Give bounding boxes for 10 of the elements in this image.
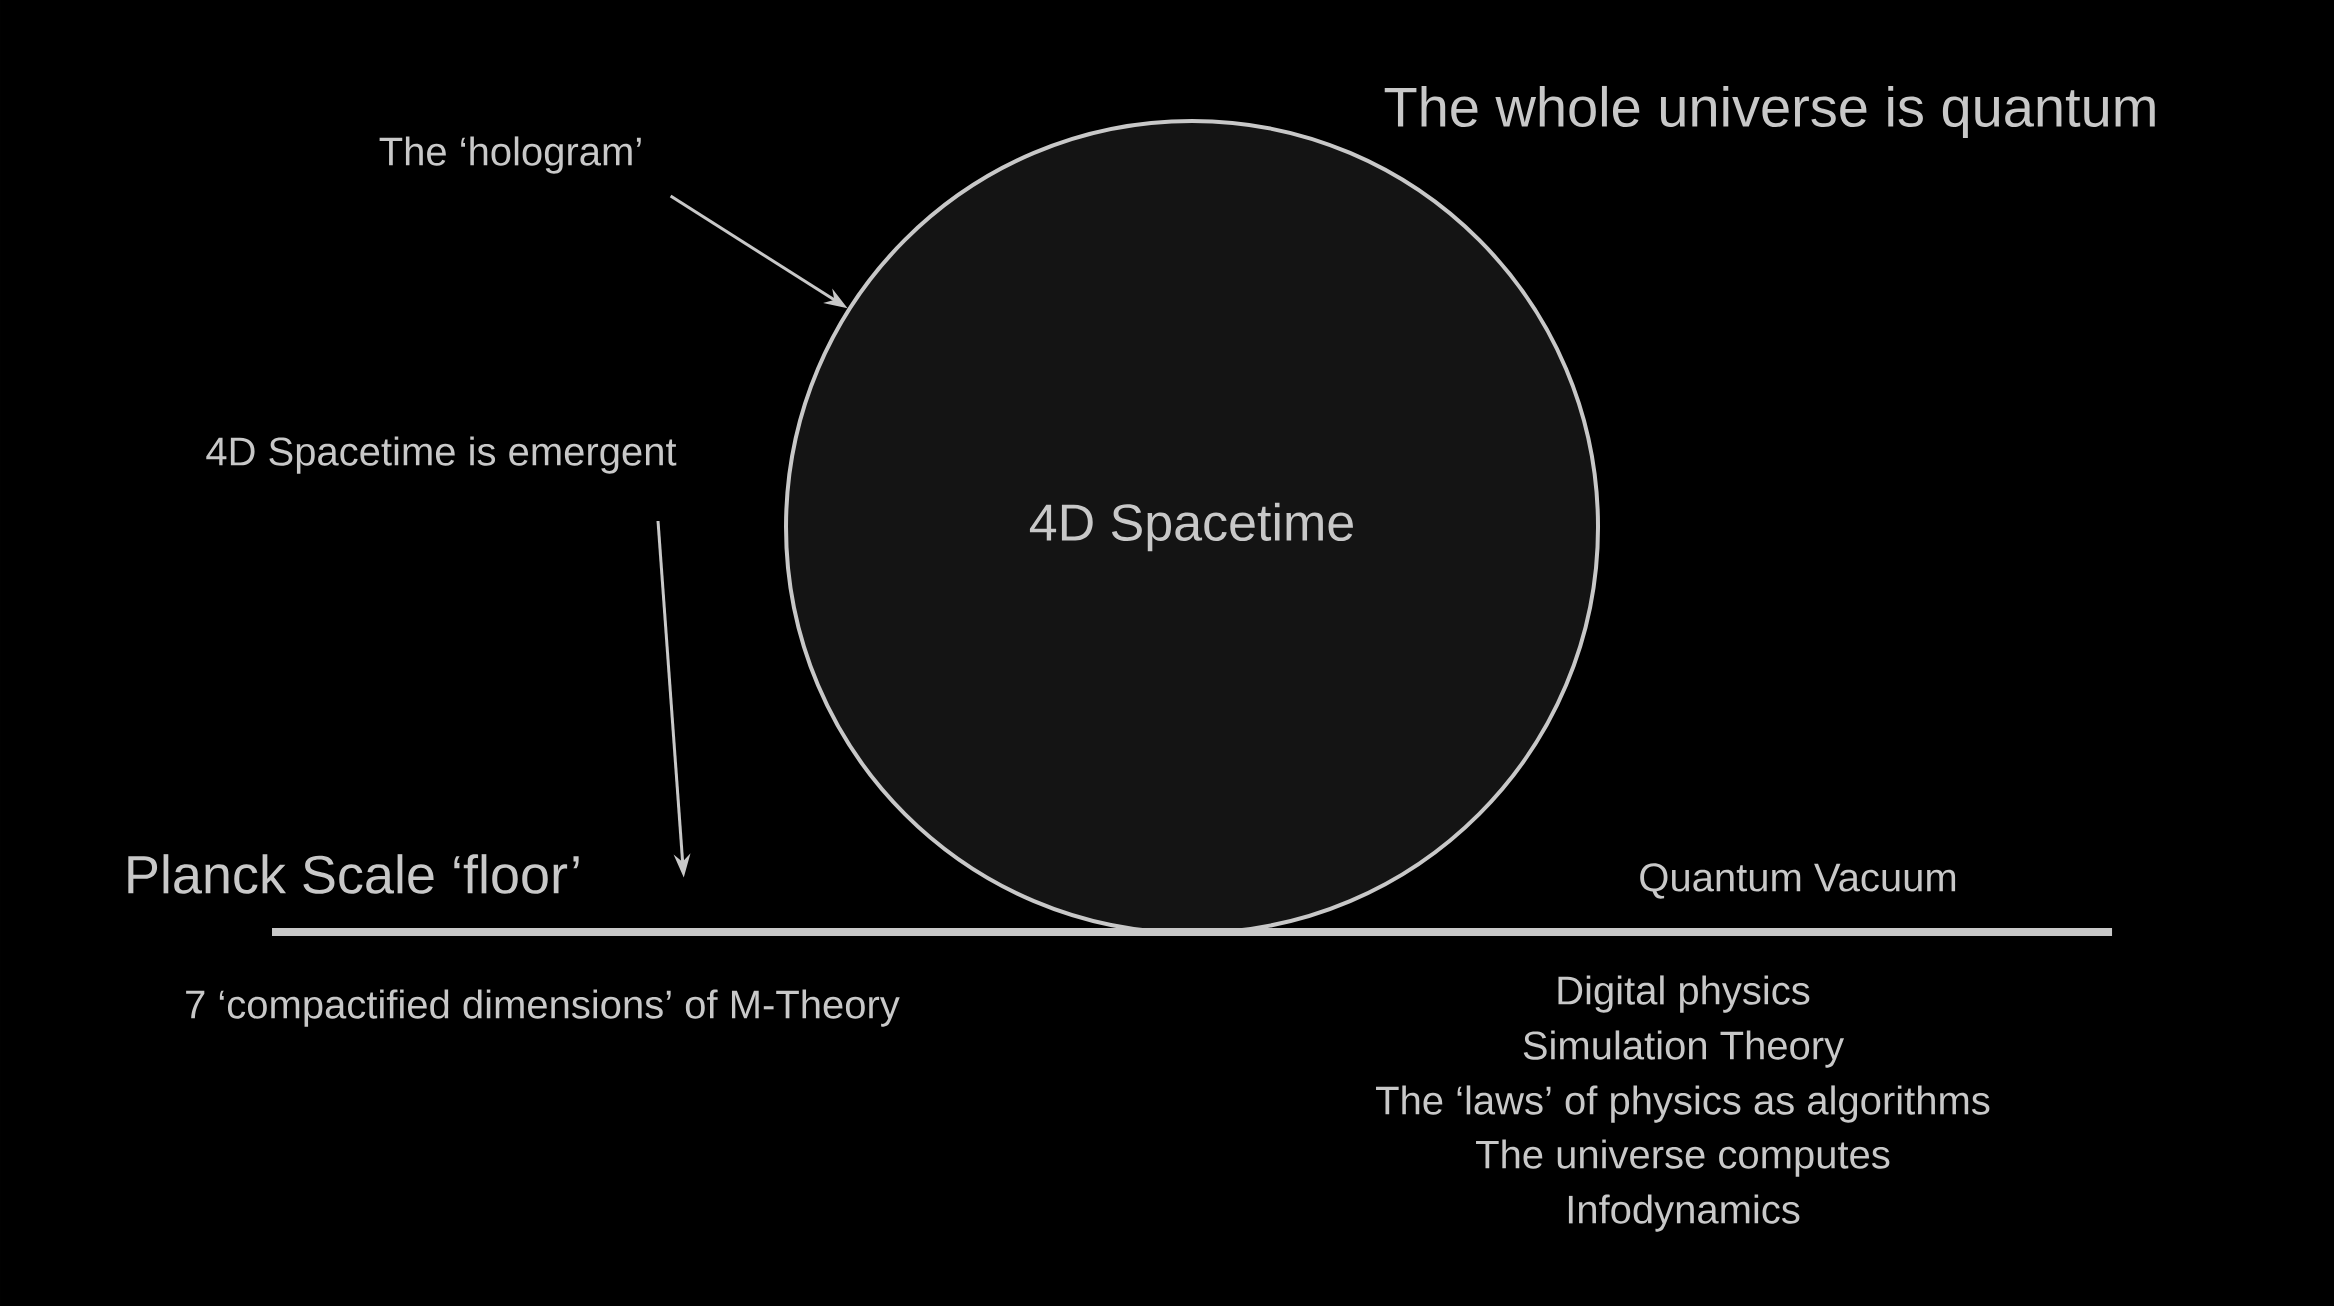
idea-text: Digital physics	[1558, 975, 1810, 1013]
callout-text: The ‘hologram’	[379, 136, 641, 174]
idea-text: The ‘laws’ of physics as algorithms	[1376, 1085, 1990, 1123]
callout-text: 4D Spacetime is emergent	[206, 436, 677, 474]
dimension-note: 7 ‘compactified dimensions’ of M-Theory	[186, 989, 900, 1027]
idea-text: Simulation Theory	[1523, 1030, 1845, 1068]
idea-text: Infodynamics	[1568, 1194, 1800, 1232]
scale-label: Planck Scale ‘floor’	[128, 854, 579, 894]
idea-text: The universe computes	[1476, 1139, 1890, 1177]
vacuum-label: Quantum Vacuum	[1640, 863, 1956, 899]
